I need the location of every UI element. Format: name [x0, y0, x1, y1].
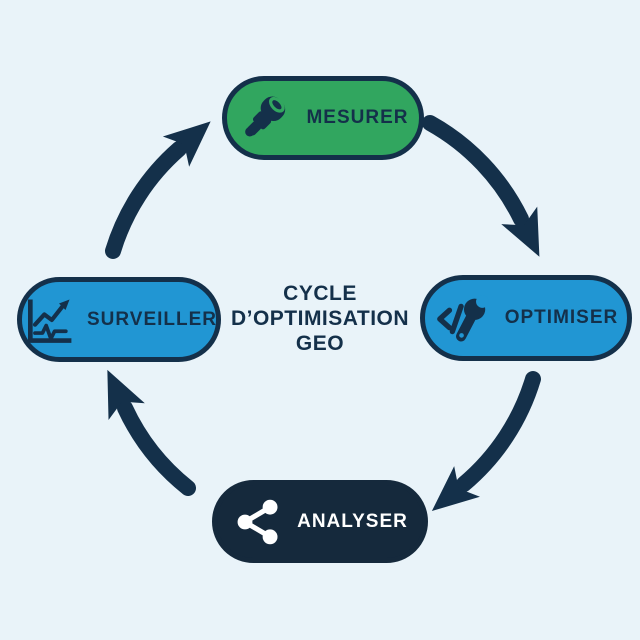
arrow-optimiser-to-analyser: [431, 371, 541, 512]
arrow-mesurer-to-optimiser: [422, 115, 540, 257]
arrow-surveiller-to-mesurer: [105, 121, 211, 259]
node-label-optimiser: OPTIMISER: [504, 307, 619, 328]
node-label-mesurer: MESURER: [306, 107, 409, 128]
diagram-title: CYCLE D’OPTIMISATION GEO: [190, 281, 450, 356]
title-line-2: D’OPTIMISATION: [230, 307, 410, 330]
node-analyser: ANALYSER: [212, 480, 428, 563]
chart-monitor-icon: [28, 298, 72, 343]
share-icon: [237, 499, 278, 544]
node-surveiller: SURVEILLER: [17, 277, 221, 362]
title-line-1: CYCLE: [283, 282, 357, 305]
node-optimiser: OPTIMISER: [420, 275, 632, 361]
code-wrench-icon: [436, 295, 489, 342]
arrow-analyser-to-surveiller: [107, 369, 196, 496]
node-label-surveiller: SURVEILLER: [87, 308, 218, 330]
telescope-icon: [245, 96, 286, 137]
node-label-analyser: ANALYSER: [297, 510, 408, 532]
node-mesurer: MESURER: [222, 76, 424, 160]
title-line-3: GEO: [295, 332, 345, 355]
